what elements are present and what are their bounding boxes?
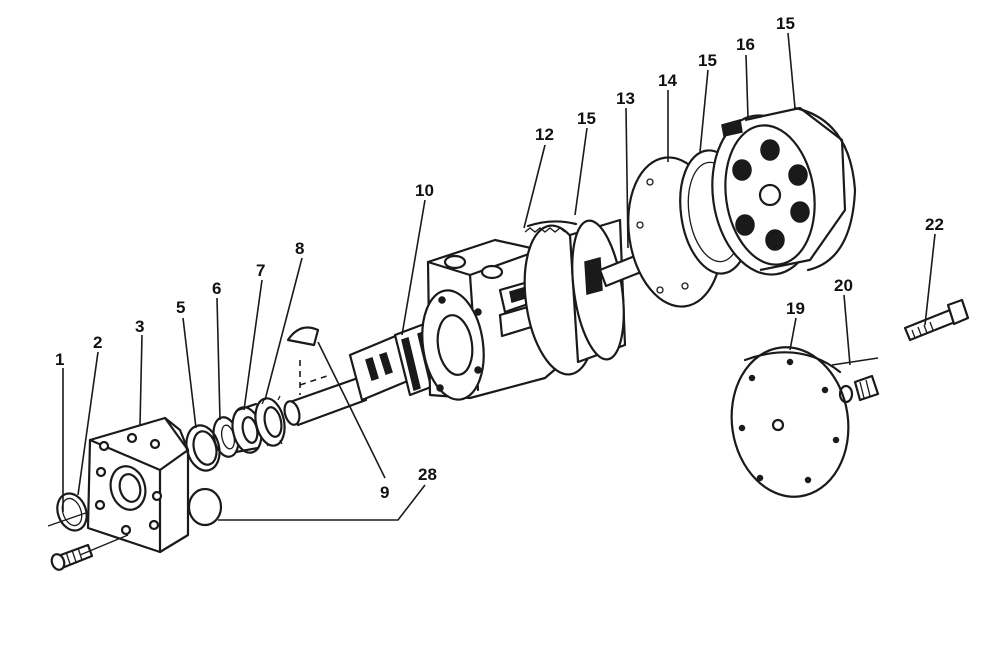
part-9-key [286,326,320,347]
callout-15-b: 15 [698,51,717,70]
callout-5: 5 [176,298,185,317]
callout-19: 19 [786,299,805,318]
callout-12: 12 [535,125,554,144]
part-7-bearing-race [231,402,263,454]
part-bolt-lower [50,543,94,571]
callout-15-a: 15 [577,109,596,128]
callout-22: 22 [925,215,944,234]
callout-13: 13 [616,89,635,108]
callout-28: 28 [418,465,437,484]
callout-labels: 1 2 3 5 6 7 8 9 10 12 15 13 14 15 16 15 … [55,14,944,502]
callout-20: 20 [834,276,853,295]
callout-7: 7 [256,261,265,280]
callout-9: 9 [380,483,389,502]
callout-2: 2 [93,333,102,352]
part-28-o-ring [187,487,223,527]
part-20-plug [831,357,880,404]
part-19-end-cover [730,346,850,498]
callout-1: 1 [55,350,64,369]
callout-14: 14 [658,71,677,90]
callout-10: 10 [415,181,434,200]
part-15-end-cap [793,106,857,272]
callout-15-c: 15 [776,14,795,33]
part-output-shaft [283,333,412,427]
part-16-gerotor [711,106,847,276]
callout-8: 8 [295,239,304,258]
callout-3: 3 [135,317,144,336]
callout-6: 6 [212,279,221,298]
part-3-mounting-flange [79,416,190,556]
part-manifold-plate [568,218,627,364]
axis-line [299,374,331,386]
callout-16: 16 [736,35,755,54]
leader-lines [62,32,936,521]
part-22-bolt [903,298,970,342]
